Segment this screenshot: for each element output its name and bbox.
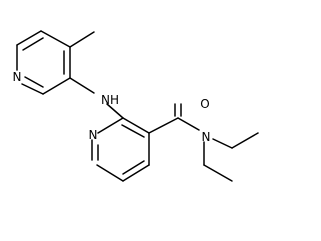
ethyl-bond	[231, 132, 259, 149]
bond	[69, 77, 95, 94]
ethyl-bond	[203, 164, 233, 182]
bond	[21, 83, 44, 95]
amine-nh-label: NH	[101, 93, 119, 107]
bond	[96, 164, 124, 182]
ring-nitrogen-label-upper: N	[13, 70, 22, 84]
bond	[122, 117, 150, 134]
lower-pyridine-ring	[91, 117, 150, 182]
ring-nitrogen-label-lower: N	[89, 128, 98, 142]
bond	[148, 117, 179, 134]
bond	[24, 76, 44, 88]
bond	[122, 164, 150, 182]
bond	[106, 103, 124, 119]
bond	[22, 37, 44, 51]
methyl-bond	[69, 31, 95, 48]
bond	[42, 77, 71, 95]
upper-pyridine-ring	[16, 30, 71, 95]
bond	[121, 124, 145, 138]
bond	[16, 30, 42, 46]
ethyl-bond	[212, 138, 233, 149]
amide-nitrogen-label: N	[202, 130, 211, 144]
bond	[122, 160, 145, 175]
bond	[40, 30, 71, 48]
bond	[177, 117, 200, 131]
bond	[97, 117, 124, 134]
carbonyl-oxygen-label: O	[200, 97, 209, 111]
